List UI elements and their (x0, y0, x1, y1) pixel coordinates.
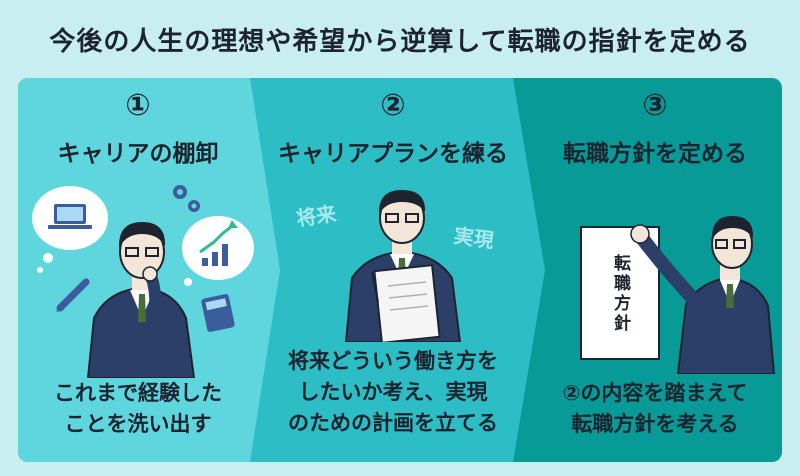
step-2-desc-line: 将来どういう働き方を (288, 349, 498, 373)
step-1: ① キャリアの棚卸 これまで経験した ことを洗い出す (18, 78, 258, 462)
steps-panel: ① キャリアの棚卸 これまで経験した ことを洗い出す (18, 78, 782, 462)
calculator-icon (201, 294, 235, 332)
step-2-number: ② (380, 88, 406, 123)
step-1-desc-line: ことを洗い出す (64, 412, 212, 436)
step-3-desc-line: ②の内容を踏まえて (562, 381, 748, 405)
step-1-description: これまで経験した ことを洗い出す (18, 378, 258, 440)
laptop-icon (32, 186, 108, 273)
step-2-description: 将来どういう働き方を したいか考え、実現 のための計画を立てる (258, 346, 528, 439)
step-3: ③ 転職方針を定める ②の内容を踏まえて 転職方針を考える (528, 78, 782, 462)
clipboard-icon (371, 264, 441, 342)
step-3-title: 転職方針を定める (563, 141, 747, 167)
step-1-desc-line: これまで経験した (54, 381, 222, 405)
policy-document-text: 転職方針 (610, 254, 630, 334)
step-2: ② キャリアプランを練る 将来どういう働き方を したいか考え、実現 のための計画… (258, 78, 528, 462)
float-word-future: 将来 (294, 201, 338, 231)
bar-chart-icon (182, 216, 254, 286)
step-3-desc-line: 転職方針を考える (571, 412, 739, 436)
step-2-title: キャリアプランを練る (278, 141, 508, 167)
thinking-person (86, 222, 196, 378)
step-2-desc-line: のための計画を立てる (288, 411, 498, 435)
gear-icon (173, 185, 200, 212)
step-2-illustration (344, 190, 462, 342)
page-title: 今後の人生の理想や希望から逆算して転職の指針を定める (49, 26, 751, 57)
pen-icon (56, 278, 90, 312)
presenting-person (630, 216, 776, 374)
step-2-desc-line: したいか考え、実現 (298, 380, 488, 404)
step-3-illustration (630, 216, 776, 374)
step-1-number: ① (125, 88, 151, 123)
step-1-illustration (32, 185, 254, 378)
step-3-number: ③ (642, 88, 668, 123)
step-3-description: ②の内容を踏まえて 転職方針を考える (528, 378, 782, 440)
step-1-title: キャリアの棚卸 (57, 141, 219, 167)
